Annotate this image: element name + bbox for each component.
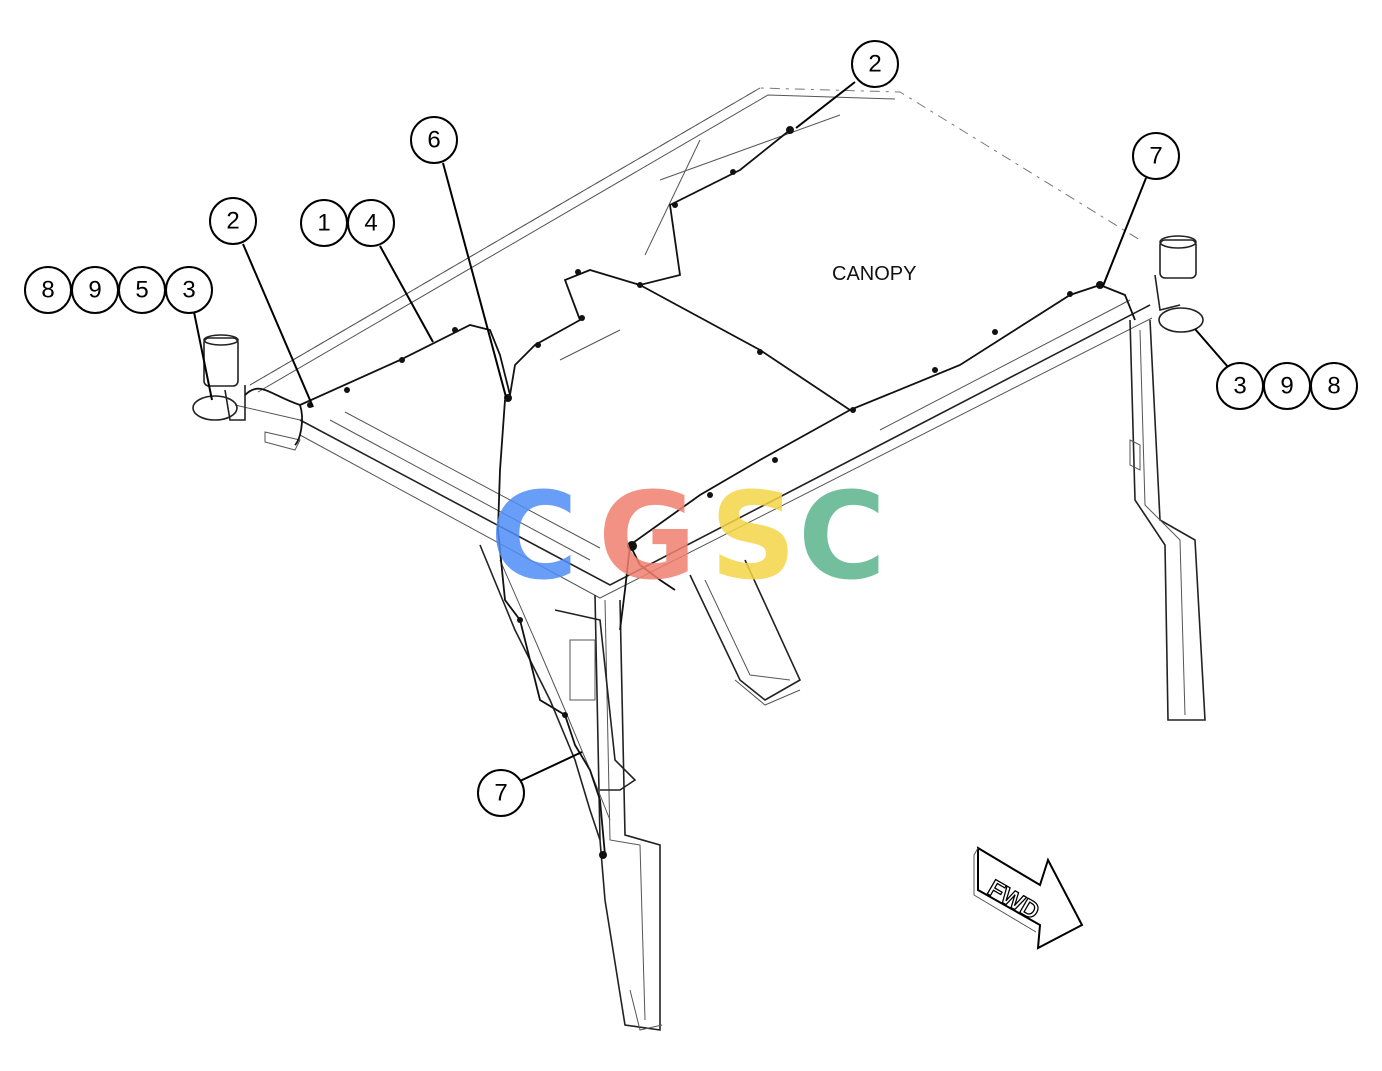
svg-text:9: 9 (1280, 373, 1293, 400)
callout-pair-1-4: 1 4 (300, 199, 395, 247)
svg-text:7: 7 (494, 780, 507, 807)
svg-text:1: 1 (317, 210, 330, 237)
canopy-label: CANOPY (832, 263, 916, 285)
watermark-logo: C G S C (490, 468, 886, 607)
canopy-roof (234, 87, 1153, 599)
callout-3: 3 (1216, 362, 1264, 410)
callout-7-bottom: 7 (477, 769, 525, 817)
callout-9: 9 (71, 266, 119, 314)
svg-text:3: 3 (1233, 373, 1246, 400)
svg-text:3: 3 (182, 277, 195, 304)
callout-3: 3 (165, 266, 213, 314)
svg-text:8: 8 (1327, 373, 1340, 400)
wiring-harness (244, 126, 1136, 859)
callout-7-right: 7 (1132, 132, 1180, 180)
callout-6: 6 (410, 116, 458, 164)
callout-group-right: 3 9 8 (1216, 362, 1358, 410)
watermark-letter-1: C (490, 468, 578, 607)
callout-4: 4 (347, 199, 395, 247)
callout-2-left: 2 (209, 197, 257, 245)
harness-clips (307, 126, 1104, 859)
svg-text:7: 7 (1149, 143, 1162, 170)
callout-9: 9 (1263, 362, 1311, 410)
leader-lines (193, 81, 1229, 782)
watermark-letter-3: S (710, 468, 796, 607)
svg-text:8: 8 (41, 277, 54, 304)
svg-text:2: 2 (868, 51, 881, 78)
callout-8: 8 (24, 266, 72, 314)
svg-text:2: 2 (226, 208, 239, 235)
callout-1: 1 (300, 199, 348, 247)
watermark-letter-4: C (798, 468, 886, 607)
svg-text:4: 4 (364, 210, 377, 237)
right-beacon-light (1154, 235, 1204, 333)
svg-text:9: 9 (88, 277, 101, 304)
svg-text:6: 6 (427, 127, 440, 154)
callout-group-left: 8 9 5 3 (24, 266, 213, 314)
canopy-posts (479, 319, 1206, 1031)
svg-text:5: 5 (135, 277, 148, 304)
forward-direction-arrow: FWD (973, 846, 1084, 950)
callout-5: 5 (118, 266, 166, 314)
watermark-letter-2: G (598, 468, 697, 607)
callout-2-top: 2 (851, 40, 899, 88)
callout-8: 8 (1310, 362, 1358, 410)
